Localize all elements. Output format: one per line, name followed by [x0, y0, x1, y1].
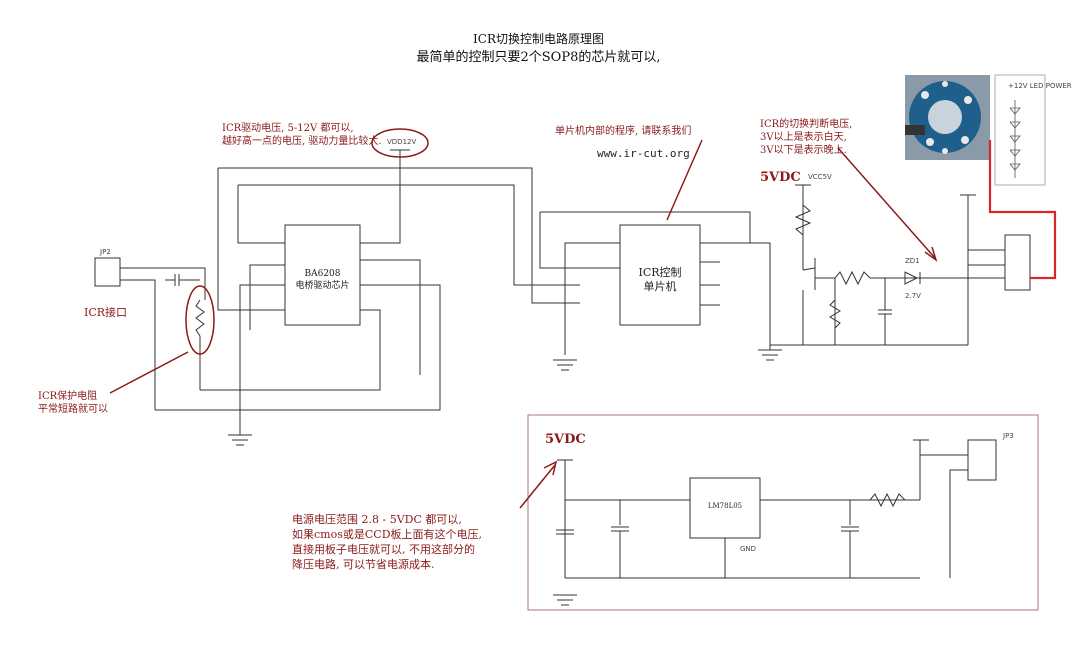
diagram-subtitle: 最简单的控制只要2个SOP8的芯片就可以, — [416, 50, 661, 65]
icr-port-label: ICR接口 — [84, 306, 128, 319]
note-icr-switch: ICR的切换判断电压, 3V以上是表示白天, 3V以下是表示晚上. — [760, 118, 852, 157]
gnd-label: GND — [740, 545, 757, 553]
note-power: 电源电压范围 2.8 - 5VDC 都可以, 如果cmos或是CCD板上面有这个… — [292, 512, 482, 572]
led-board-photo — [905, 75, 990, 160]
note-icr-switch-line1: ICR的切换判断电压, — [760, 119, 853, 130]
note-icr-protect: ICR保护电阻 平常短路就可以 — [38, 390, 108, 416]
note-mcu-program: 单片机内部的程序, 请联系我们 — [555, 125, 691, 138]
note-icr-switch-line3: 3V以下是表示晚上. — [760, 145, 847, 156]
mcu-chip: ICR控制 单片机 — [620, 266, 700, 294]
note-icr-protect-line2: 平常短路就可以 — [38, 404, 108, 415]
vcc5-label: VCC5V — [808, 173, 832, 181]
note-icr-switch-line2: 3V以上是表示白天, — [760, 132, 847, 143]
note-icr-voltage-line1: ICR驱动电压, 5-12V 都可以, — [222, 123, 354, 134]
chip1-desc: 电桥驱动芯片 — [295, 281, 350, 291]
note-power-line4: 降压电路, 可以节省电源成本. — [292, 558, 435, 571]
led-power-label: +12V LED POWER — [1008, 82, 1072, 90]
vdc-top-label: 5VDC — [760, 170, 801, 185]
note-power-line2: 如果cmos或是CCD板上面有这个电压, — [292, 528, 483, 541]
zener-voltage-label: 2.7V — [905, 292, 921, 300]
chip1-model: BA6208 — [304, 269, 341, 279]
note-icr-voltage: ICR驱动电压, 5-12V 都可以, 越好高一点的电压, 驱动力量比较大. — [222, 122, 382, 148]
chip2-line1: ICR控制 — [638, 266, 682, 279]
bridge-driver-chip: BA6208 电桥驱动芯片 — [285, 268, 360, 292]
note-mcu-program-line1: 单片机内部的程序, 请联系我们 — [555, 126, 692, 137]
note-icr-protect-line1: ICR保护电阻 — [38, 391, 98, 402]
jp2-label: JP2 — [100, 248, 111, 256]
chip2-line2: 单片机 — [643, 280, 677, 293]
jp3-label: JP3 — [1003, 432, 1014, 440]
note-icr-voltage-line2: 越好高一点的电压, 驱动力量比较大. — [222, 136, 382, 147]
note-power-line1: 电源电压范围 2.8 - 5VDC 都可以, — [292, 513, 462, 526]
zd1-label: ZD1 — [905, 257, 920, 265]
led-string — [994, 74, 1046, 186]
note-website: www.ir-cut.org — [597, 147, 690, 160]
vcc12-label: VDD12V — [387, 138, 417, 146]
vdc-bottom-label: 5VDC — [545, 432, 586, 447]
diagram-title: ICR切换控制电路原理图 — [473, 32, 604, 46]
regulator-chip: LM78L05 — [707, 502, 743, 510]
note-power-line3: 直接用板子电压就可以, 不用这部分的 — [292, 543, 475, 556]
